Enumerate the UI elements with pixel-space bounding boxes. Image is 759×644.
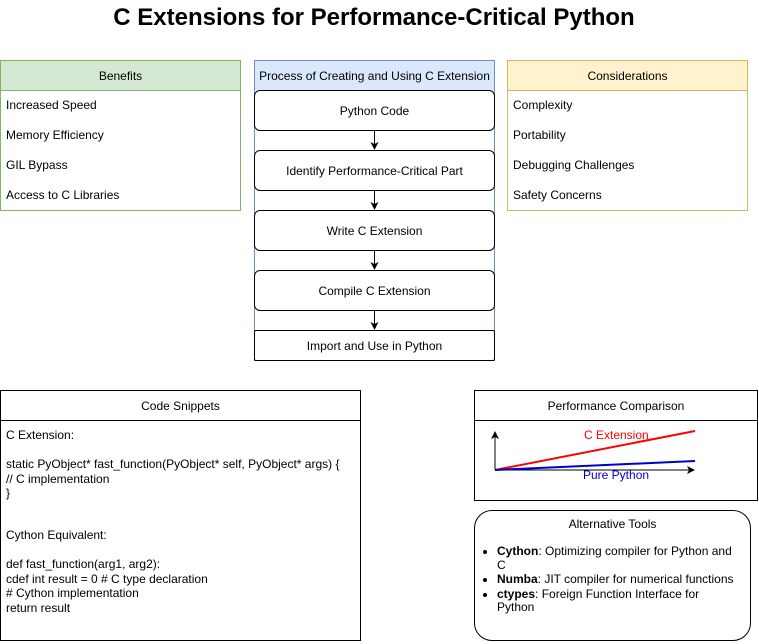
consideration-item: Safety Concerns [513,188,602,202]
list-item: Cython: Optimizing compiler for Python a… [497,545,737,572]
code-line: def fast_function(arg1, arg2): [6,557,161,571]
benefit-item: Access to C Libraries [6,188,120,202]
alternative-tools-panel: Alternative Tools Cython: Optimizing com… [474,510,751,641]
performance-panel: Performance Comparison C Extension Pure … [474,390,758,501]
c-extension-label: C Extension [584,428,649,442]
pure-python-label: Pure Python [583,468,650,482]
code-line: static PyObject* fast_function(PyObject*… [6,457,340,471]
alternative-tools-list: Cython: Optimizing compiler for Python a… [475,545,737,631]
performance-header: Performance Comparison [475,391,757,421]
code-snippets-header: Code Snippets [1,391,360,421]
code-line: // C implementation [6,471,110,486]
process-step: Write C Extension [254,210,495,251]
process-header: Process of Creating and Using C Extensio… [255,61,494,91]
process-step: Identify Performance-Critical Part [254,150,495,191]
benefit-item: Memory Efficiency [6,128,104,142]
code-line: cdef int result = 0 # C type declaration [6,571,208,586]
pure-python-line [494,460,696,471]
considerations-panel: Considerations Complexity Portability De… [507,60,748,211]
tool-name: ctypes [497,586,536,601]
consideration-item: Debugging Challenges [513,158,635,172]
cython-label: Cython Equivalent: [6,528,107,542]
code-line: return result [6,600,71,615]
considerations-header: Considerations [508,61,747,91]
tool-description: : Optimizing compiler for Python and C [497,545,732,572]
process-step: Compile C Extension [254,270,495,311]
consideration-item: Portability [513,128,566,142]
process-step: Python Code [254,90,495,131]
benefits-header: Benefits [1,61,240,91]
code-line: # Cython implementation [6,586,139,600]
list-item: ctypes: Foreign Function Interface for P… [497,586,737,615]
tool-name: Numba [497,572,538,586]
benefit-item: Increased Speed [6,98,97,112]
tool-description: : JIT compiler for numerical functions [537,572,734,586]
c-extension-label: C Extension: [6,428,75,442]
list-item: Numba: JIT compiler for numerical functi… [497,572,737,587]
diagram-title: C Extensions for Performance-Critical Py… [113,4,635,31]
c-extension-line [494,430,696,471]
process-step: Import and Use in Python [254,330,495,361]
consideration-item: Complexity [513,98,573,112]
tool-name: Cython [497,545,539,558]
alternative-tools-header: Alternative Tools [568,517,657,531]
performance-chart [491,430,696,474]
tool-description: : Foreign Function Interface for Python [497,586,700,614]
code-line: } [6,486,11,500]
benefit-item: GIL Bypass [6,158,68,172]
benefits-panel: Benefits Increased Speed Memory Efficien… [0,60,241,211]
code-snippets-panel: Code Snippets C Extension: static PyObje… [0,390,361,641]
